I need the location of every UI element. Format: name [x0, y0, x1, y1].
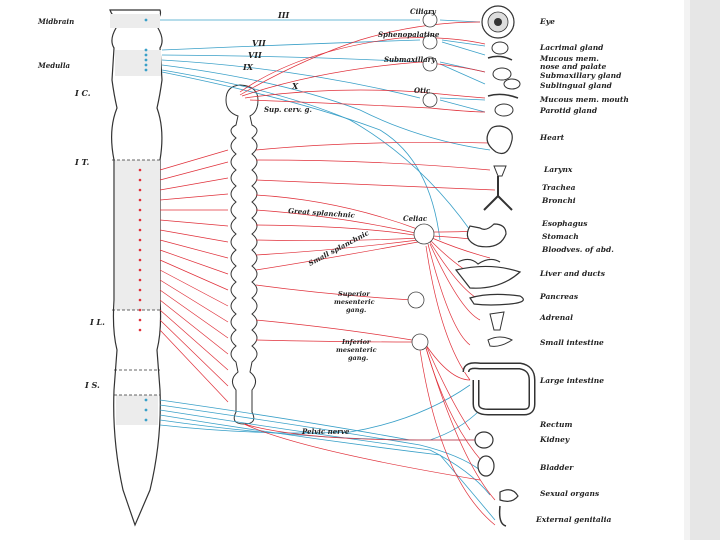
organ-larynx: Larynx [543, 165, 573, 174]
label-sacral: I S. [84, 380, 100, 390]
label-superior-mesenteric-2: mesenteric [334, 298, 375, 306]
label-inferior-mesenteric-3: gang. [348, 354, 368, 362]
organ-mucous-mem-mouth: Mucous mem. mouth [539, 95, 629, 104]
parotid-gland-icon [494, 103, 514, 117]
page-margin-edge [684, 0, 690, 540]
submaxillary-gland-icon [492, 67, 512, 81]
organ-bladder: Bladder [539, 463, 574, 472]
midbrain-segment [110, 14, 160, 28]
nasal-mucosa-icon [487, 55, 513, 61]
label-sphenopalatine: Sphenopalatine [378, 30, 440, 39]
organ-esophagus: Esophagus [541, 219, 588, 228]
label-small-splanchnic: Small splanchnic [307, 228, 371, 268]
label-superior-mesenteric-1: Superior [338, 290, 370, 298]
cranial-nerve-iii: III [277, 10, 289, 20]
organ-submaxillary-gland: Submaxillary gland [540, 71, 622, 80]
abdominal-vessels-icon [457, 258, 501, 265]
page-margin-shade [690, 0, 720, 540]
sympathetic-origin-markers [138, 168, 142, 332]
label-midbrain: Midbrain [37, 17, 74, 26]
organ-liver-ducts: Liver and ducts [539, 269, 606, 278]
label-superior-mesenteric-3: gang. [346, 306, 366, 314]
sublingual-gland-icon [503, 78, 521, 90]
trachea-bronchi-icon [483, 176, 513, 211]
organ-lacrimal-gland: Lacrimal gland [539, 43, 604, 52]
liver-icon [454, 265, 522, 289]
organ-mucous-mem-nose: Mucous mem. [539, 54, 599, 63]
label-medulla: Medulla [37, 61, 71, 70]
pancreas-icon [469, 293, 524, 306]
organ-sexual-organs: Sexual organs [540, 489, 600, 498]
kidney-icon [474, 431, 494, 449]
small-intestine-icon [487, 336, 513, 347]
organ-heart: Heart [539, 133, 565, 142]
sphenopalatine-ganglion [422, 34, 438, 50]
organ-large-intestine: Large intestine [539, 376, 604, 385]
label-inferior-mesenteric-1: Inferior [341, 338, 371, 346]
medulla-segment [115, 50, 161, 76]
label-thoracic: I T. [74, 157, 89, 167]
organ-stomach: Stomach [542, 232, 579, 241]
organ-pancreas: Pancreas [539, 292, 579, 301]
sexual-organs-icon [499, 489, 519, 502]
heart-icon [486, 125, 513, 155]
organ-trachea: Trachea [542, 183, 576, 192]
organ-parotid-gland: Parotid gland [539, 106, 598, 115]
organ-nose-palate: nose and palate [540, 62, 607, 71]
superior-mesenteric-ganglion [407, 291, 425, 309]
label-submaxillary: Submaxillary [384, 55, 436, 64]
organ-abd-bloodvessels: Bloodves. of abd. [541, 245, 614, 254]
sympathetic-chain [225, 84, 259, 425]
organ-small-intestine: Small intestine [540, 338, 604, 347]
organ-eye: Eye [539, 17, 555, 26]
thoracic-segment [115, 160, 160, 310]
organ-kidney: Kidney [539, 435, 570, 444]
label-sup-cerv-ganglion: Sup. cerv. g. [264, 105, 312, 114]
parasympathetic-origin-markers [144, 18, 148, 422]
organ-adrenal: Adrenal [539, 313, 573, 322]
cranial-nerve-x: X [291, 81, 299, 91]
otic-ganglion [422, 92, 438, 108]
label-pelvic-nerve: Pelvic nerve [301, 427, 350, 436]
label-cervical: I C. [74, 88, 91, 98]
mouth-mucosa-icon [487, 93, 519, 99]
organ-external-genitalia: External genitalia [535, 515, 611, 524]
parasympathetic-fibers [159, 19, 496, 521]
external-genitalia-icon [498, 505, 507, 527]
spinal-cord [109, 9, 163, 527]
sacral-segment [116, 395, 158, 425]
lacrimal-gland-icon [491, 41, 509, 55]
adrenal-icon [489, 311, 505, 331]
label-celiac: Celiac [403, 214, 428, 223]
cranial-nerve-ix: IX [242, 62, 254, 72]
label-lumbar: I L. [89, 317, 105, 327]
sympathetic-fibers [159, 21, 496, 526]
label-inferior-mesenteric-2: mesenteric [336, 346, 377, 354]
sympathetic-chain-outline [225, 84, 259, 425]
label-otic: Otic [414, 86, 431, 95]
submaxillary-ganglion [422, 56, 438, 72]
stomach-icon [466, 223, 507, 248]
organ-sublingual-gland: Sublingual gland [540, 81, 613, 90]
ciliary-ganglion [422, 12, 438, 28]
celiac-ganglion [413, 223, 435, 245]
bladder-icon [477, 455, 495, 477]
organ-bronchi: Bronchi [541, 196, 576, 205]
organ-icons [454, 5, 536, 527]
label-ciliary: Ciliary [410, 7, 437, 16]
organ-rectum: Rectum [539, 420, 572, 429]
cranial-nerve-vii-b: VII [248, 50, 262, 60]
larynx-icon [493, 165, 507, 177]
inferior-mesenteric-ganglion [411, 333, 429, 351]
organ-labels: Eye Lacrimal gland Mucous mem. nose and … [535, 17, 629, 524]
cranial-nerve-vii-a: VII [252, 38, 266, 48]
